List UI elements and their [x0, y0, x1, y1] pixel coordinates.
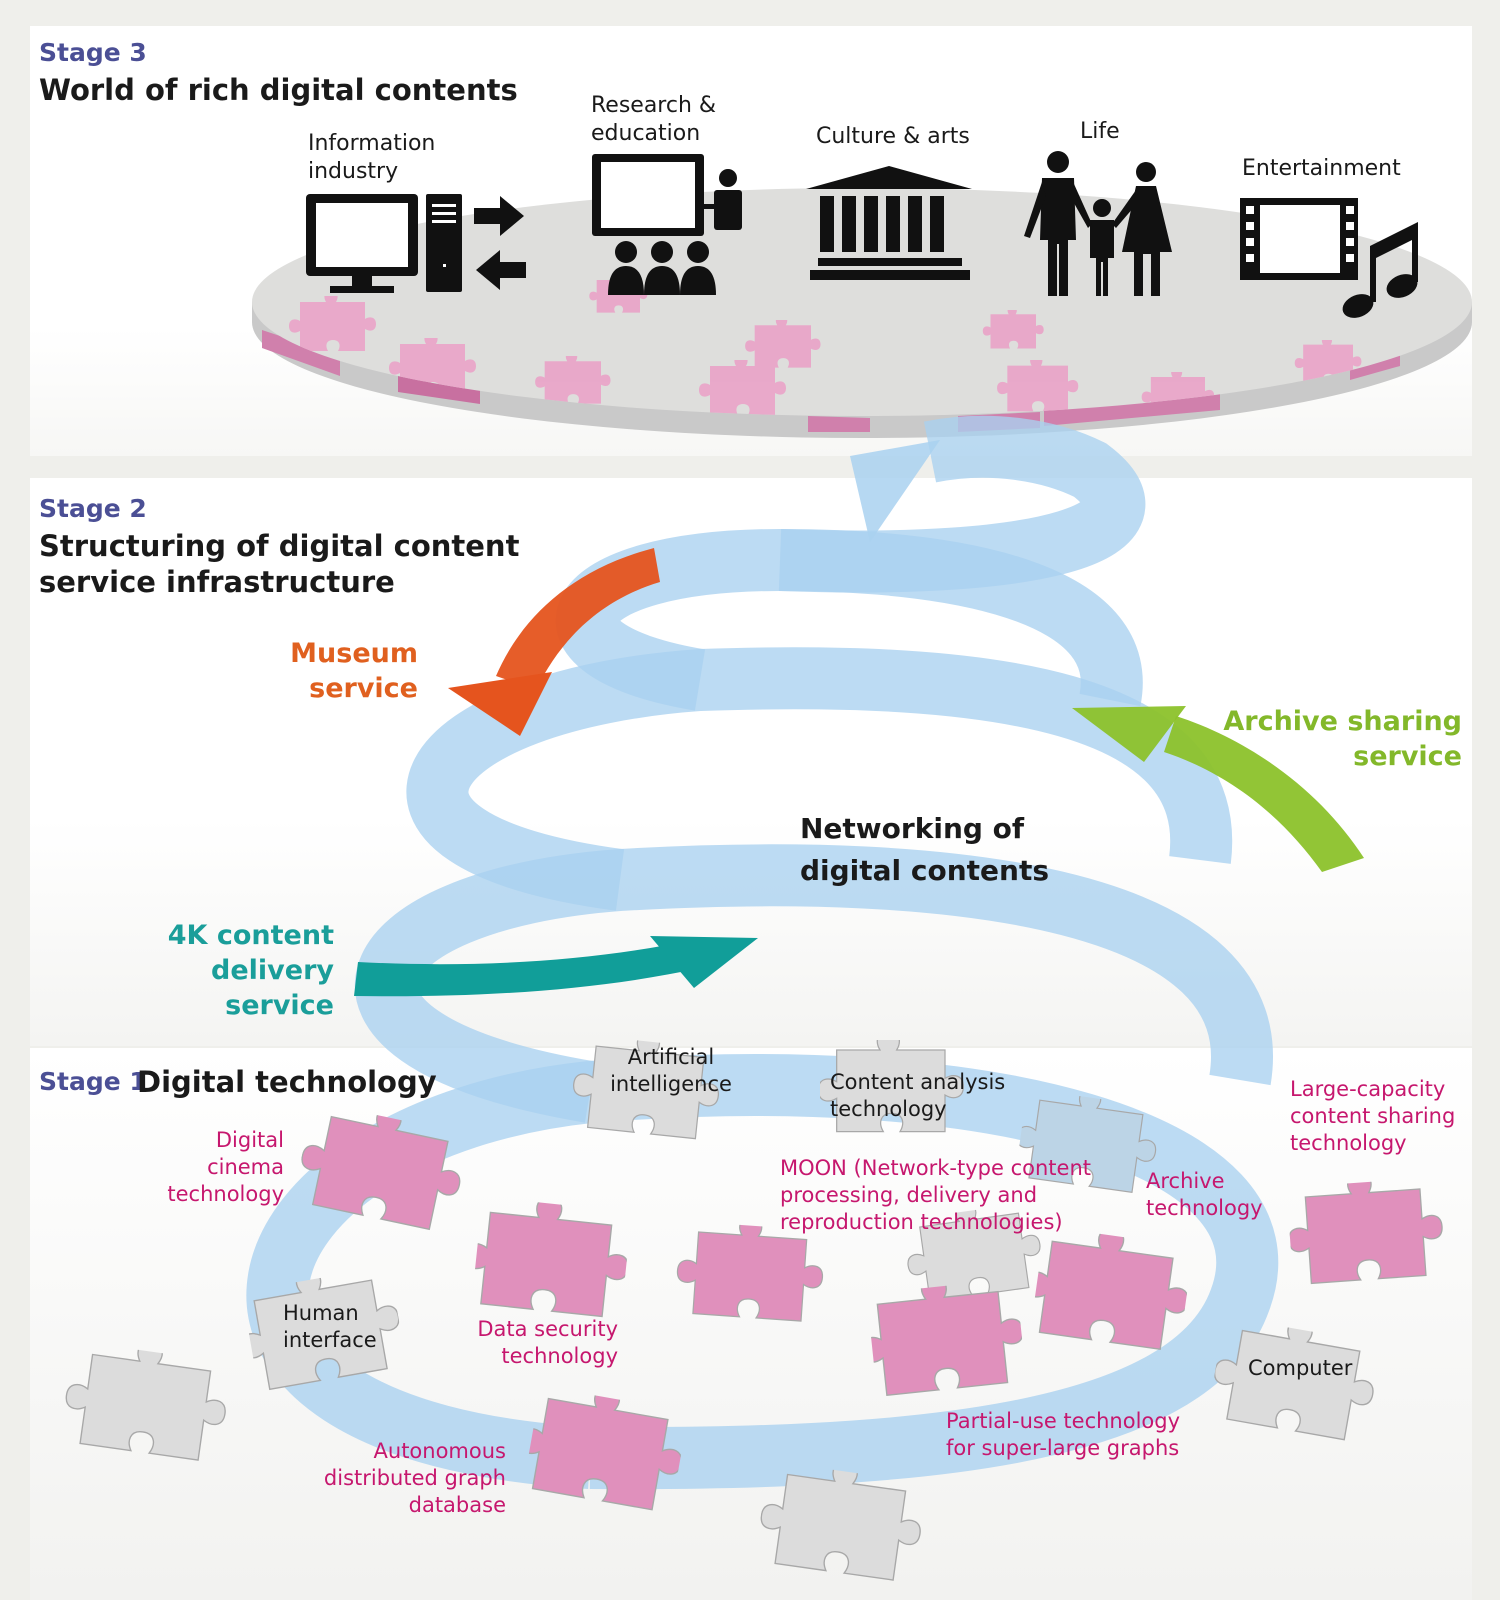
tech-large-capacity-sharing: Large-capacity content sharing technolog…: [1290, 1077, 1456, 1155]
4k-delivery-arrow: [354, 936, 758, 997]
stage3-title: World of rich digital contents: [39, 73, 518, 107]
museum-service-arrow: [448, 548, 660, 736]
stage2-title: Structuring of digital content service i…: [39, 529, 520, 599]
tech-data-security: Data security technology: [477, 1317, 618, 1368]
museum-service-label: Museum service: [290, 638, 418, 704]
tech-artificial-intelligence: Artificial intelligence: [610, 1045, 732, 1096]
4k-delivery-service-label: 4K content delivery service: [167, 920, 334, 1021]
tech-archive: Archive technology: [1146, 1169, 1263, 1220]
tech-partial-use-graphs: Partial-use technology for super-large g…: [946, 1409, 1181, 1460]
stage1-title: Digital technology: [137, 1065, 437, 1099]
tech-computer: Computer: [1248, 1356, 1353, 1380]
category-entertainment: Entertainment: [1242, 156, 1401, 181]
tech-moon: MOON (Network-type content processing, d…: [780, 1156, 1092, 1234]
category-information-industry: Information industry: [308, 131, 436, 184]
category-life: Life: [1080, 119, 1120, 144]
tech-digital-cinema: Digital cinema technology: [167, 1128, 284, 1206]
museum-building-icon: [806, 166, 972, 280]
category-culture-arts: Culture & arts: [816, 124, 970, 149]
puzzle-piece-gray: [59, 1338, 235, 1464]
networking-label: Networking of digital contents: [800, 812, 1050, 887]
computer-icon: [306, 194, 462, 293]
spiral-arrowhead: [850, 440, 940, 542]
archive-sharing-arrow: [1072, 706, 1364, 872]
puzzle-piece-pink: [470, 1196, 632, 1320]
classroom-icon: [592, 154, 742, 295]
puzzle-piece-pink: [1028, 1226, 1194, 1353]
exchange-arrows-icon: [474, 196, 526, 290]
tech-content-analysis: Content analysis technology: [830, 1070, 1006, 1121]
stage1-label: Stage 1: [39, 1067, 147, 1096]
stage3-label: Stage 3: [39, 38, 147, 67]
film-strip-icon: [1240, 198, 1358, 280]
archive-sharing-service-label: Archive sharing service: [1223, 706, 1462, 772]
tech-autonomous-graph-db: Autonomous distributed graph database: [323, 1439, 506, 1517]
tech-human-interface: Human interface: [283, 1301, 377, 1352]
music-note-icon: [1342, 222, 1418, 318]
category-research-education: Research & education: [591, 93, 717, 146]
stage2-label: Stage 2: [39, 494, 147, 523]
puzzle-piece-pink: [1286, 1176, 1447, 1286]
family-icon: [1024, 151, 1172, 296]
